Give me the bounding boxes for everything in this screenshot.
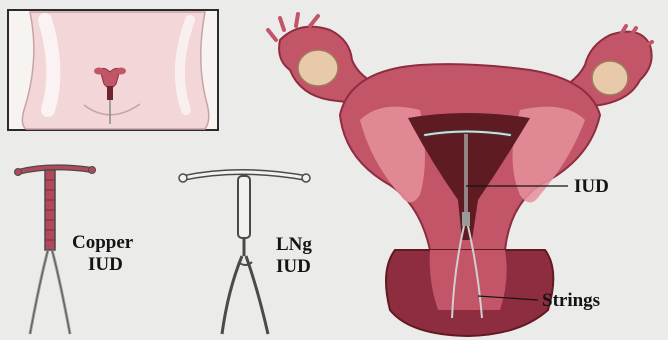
inset-body-illustration <box>22 12 208 129</box>
lng-iud-label-line2: IUD <box>276 256 311 277</box>
copper-iud-label-line1: Copper <box>72 232 133 253</box>
uterus-illustration <box>268 14 652 336</box>
lng-iud-label-line1: LNg <box>276 234 312 255</box>
copper-iud-label-line2: IUD <box>88 254 123 275</box>
inset-panel <box>8 10 218 130</box>
iud-label: IUD <box>574 176 609 197</box>
strings-label: Strings <box>542 290 600 311</box>
